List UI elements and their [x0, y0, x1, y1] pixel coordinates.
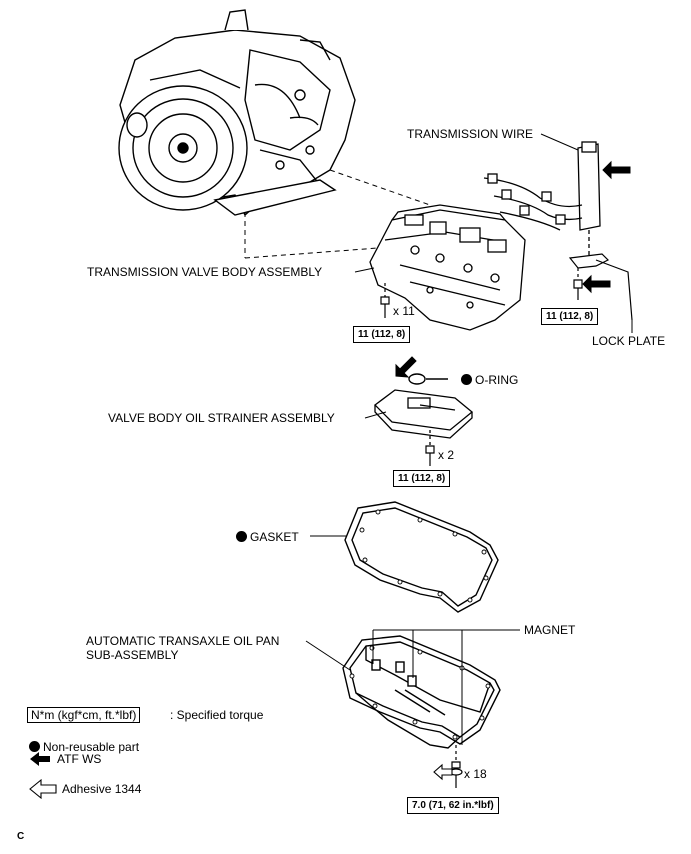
oil-pan-label-line1: AUTOMATIC TRANSAXLE OIL PAN	[86, 634, 280, 648]
non-reusable-dot-icon	[461, 374, 472, 385]
oil-pan-holes	[349, 645, 491, 740]
legend-torque-box: N*m (kgf*cm, ft.*lbf)	[27, 707, 141, 723]
valve-body-label: TRANSMISSION VALVE BODY ASSEMBLY	[87, 265, 323, 279]
valve-body-bolt-qty: x 11	[393, 304, 415, 318]
legend-adhesive: Adhesive 1344	[62, 782, 142, 796]
legend-torque-desc: : Specified torque	[170, 708, 264, 722]
gasket-label: GASKET	[236, 530, 299, 544]
oil-strainer	[374, 389, 474, 446]
magnet-label: MAGNET	[524, 623, 576, 637]
valve-body-torque: 11 (112, 8)	[353, 326, 411, 343]
adhesive-arrow	[433, 763, 453, 781]
wire-torque: 11 (112, 8)	[541, 308, 599, 325]
alignment-lines	[244, 169, 431, 259]
non-reusable-dot-icon	[29, 741, 40, 752]
valve-body-bolt	[380, 283, 390, 318]
non-reusable-dot-icon	[236, 531, 247, 542]
oil-pan-torque: 7.0 (71, 62 in.*lbf)	[407, 797, 499, 814]
gasket	[344, 501, 499, 613]
o-ring-label: O-RING	[461, 373, 518, 387]
wire-bolt	[573, 268, 583, 300]
transmission-wire-label: TRANSMISSION WIRE	[407, 127, 534, 141]
legend-adhesive-icon	[29, 778, 57, 800]
legend-atf: ATF WS	[57, 752, 102, 766]
o-ring	[408, 373, 448, 385]
leader-lines	[305, 133, 633, 745]
gasket-holes	[359, 509, 489, 603]
oil-pan-label-line2: SUB-ASSEMBLY	[86, 648, 179, 662]
figure-code: C	[17, 831, 25, 842]
drain-bolt	[449, 745, 463, 788]
valve-body-assembly	[369, 204, 526, 331]
strainer-torque: 11 (112, 8)	[393, 470, 451, 487]
lock-plate-label: LOCK PLATE	[592, 334, 666, 348]
transaxle-housing	[118, 9, 356, 217]
lock-plate	[568, 253, 633, 321]
transmission-wire	[483, 141, 601, 262]
strainer-bolt-qty: x 2	[438, 448, 455, 462]
oil-pan-bolt-qty: x 18	[464, 767, 487, 781]
strainer-label: VALVE BODY OIL STRAINER ASSEMBLY	[108, 411, 335, 425]
legend-atf-icon	[30, 752, 50, 766]
strainer-bolt	[425, 445, 435, 466]
legend-non-reusable: Non-reusable part	[29, 740, 139, 754]
oil-pan	[342, 635, 501, 749]
atf-ws-arrows	[395, 160, 631, 378]
